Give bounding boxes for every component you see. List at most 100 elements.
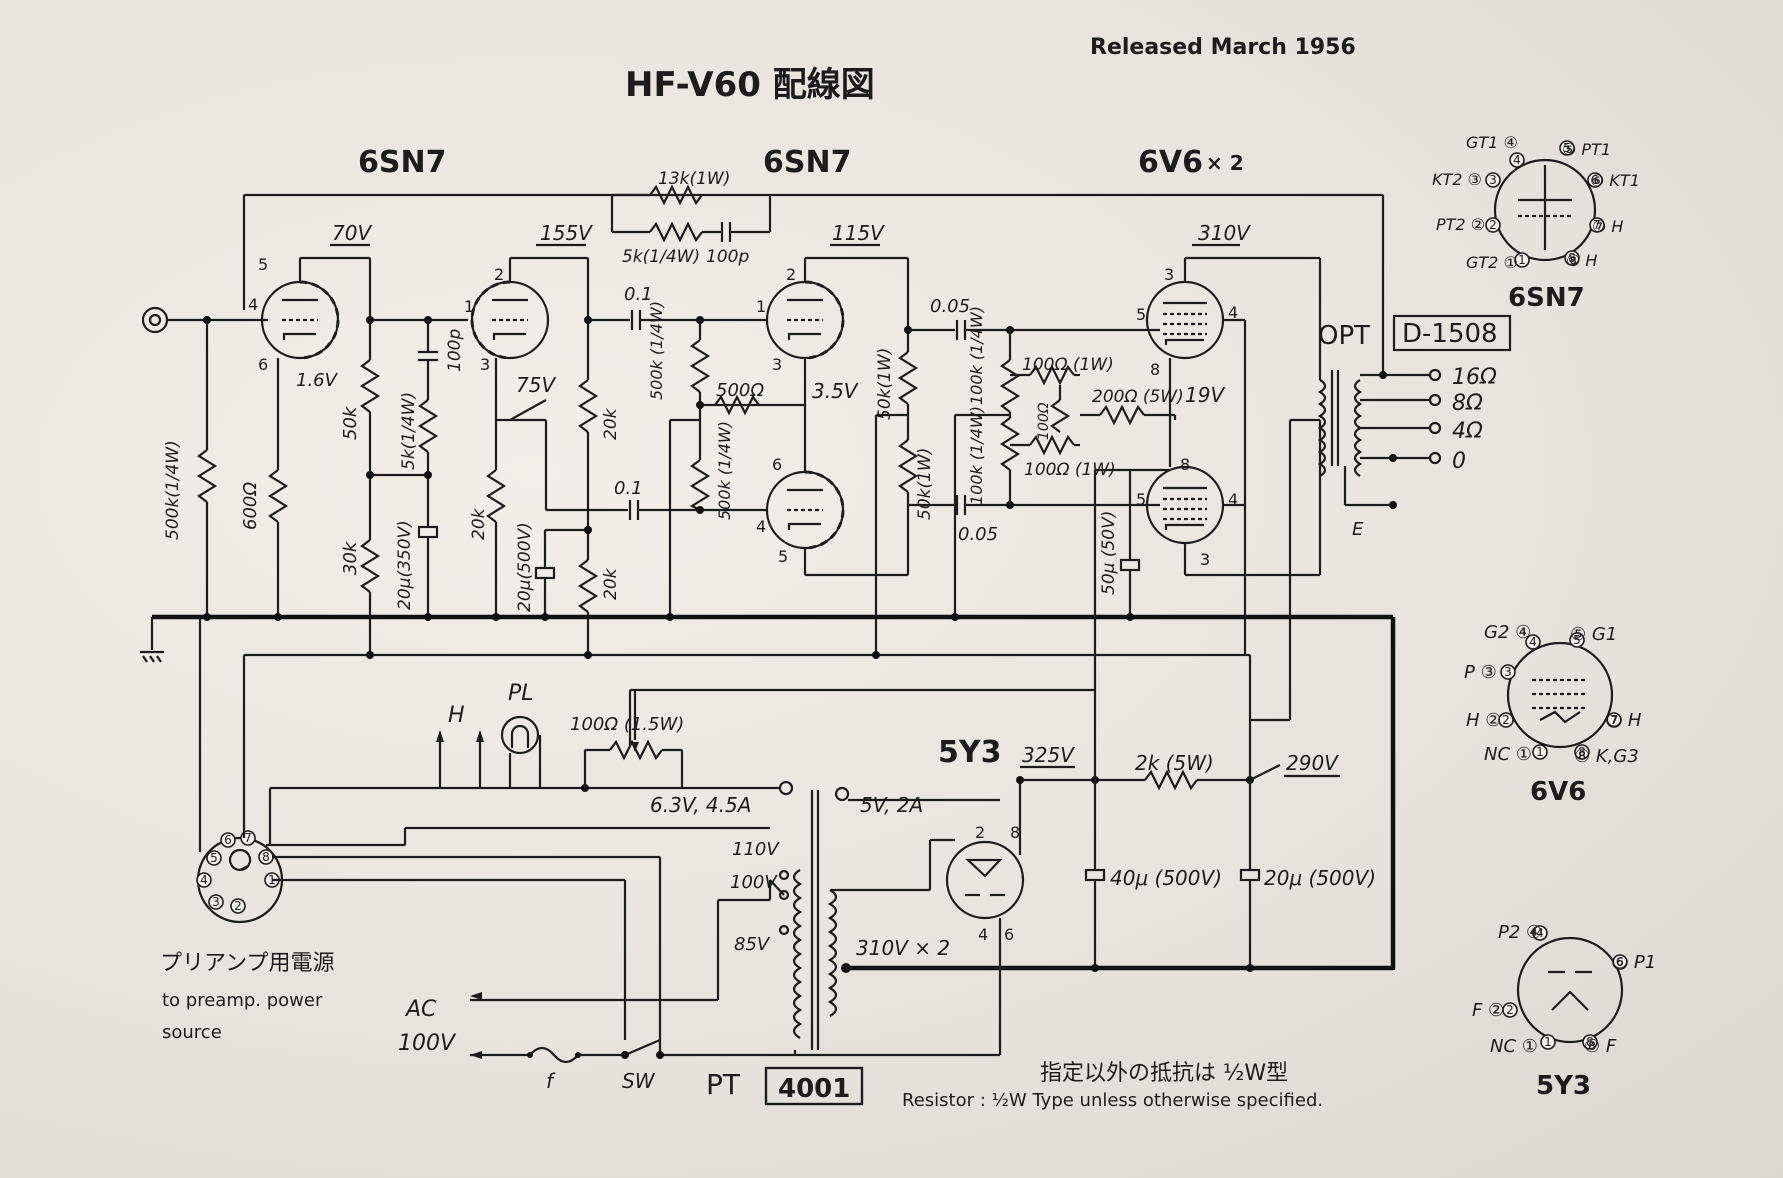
sn7-pin-h8: ⑧ H <box>1566 251 1597 270</box>
y3-pin-f8: ⑧ F <box>1584 1036 1617 1057</box>
svg-text:1: 1 <box>756 297 766 316</box>
resistor-5k <box>417 399 439 453</box>
pinout-5y3: 4 6 2 1 8 <box>1502 925 1628 1050</box>
output-cathode-resistor-label: 200Ω (5W) <box>1092 387 1184 407</box>
v6-pin-p: P ③ <box>1464 662 1497 683</box>
svg-text:8: 8 <box>1568 251 1576 265</box>
tap-4-label: 4Ω <box>1452 419 1483 444</box>
svg-text:5: 5 <box>778 547 788 566</box>
feedback-network <box>610 184 772 243</box>
sn7-pin-kt1: ⑥ KT1 <box>1590 171 1640 190</box>
v2-plate-resistor-20k-label: 20k <box>601 407 621 440</box>
output-grid-resistor-100k-a <box>999 359 1021 413</box>
v4-grid-resistor-500k-label: 500k (1/4W) <box>715 421 734 520</box>
v1-tube <box>260 280 340 360</box>
feedback-capacitor-label: 100p <box>706 247 749 267</box>
cathode-bypass-capacitor <box>1119 558 1141 572</box>
v6-pin-kg3: ⑧ K,G3 <box>1574 746 1639 767</box>
svg-text:8: 8 <box>1150 360 1160 379</box>
resistor-5k-label: 5k(1/4W) <box>399 392 419 470</box>
svg-text:5: 5 <box>1136 305 1146 324</box>
feedback-resistor-5k-label: 5k(1/4W) <box>622 247 700 267</box>
rect-heater-label: 5V, 2A <box>860 793 923 817</box>
preamp-power-label-en2: source <box>162 1022 222 1043</box>
sn7-pin-pt1: ⑤ PT1 <box>1562 140 1611 159</box>
feedback-resistor-13k-label: 13k(1W) <box>658 169 730 189</box>
v6-pin-h2: H ② <box>1466 710 1501 731</box>
svg-text:1: 1 <box>1544 1035 1552 1049</box>
v4-plate-resistor-50k <box>897 439 919 493</box>
heater-arrow-b <box>476 730 484 742</box>
v1-cathode-voltage: 1.6V <box>296 370 339 391</box>
svg-text:2: 2 <box>786 265 796 284</box>
v4-plate-resistor-label: 50k(1W) <box>915 448 935 520</box>
decoupling-resistor-30k-label: 30k <box>340 540 361 575</box>
svg-text:8: 8 <box>1578 745 1586 759</box>
hum-balance-resistor-label: 100Ω (1.5W) <box>570 714 684 735</box>
filter-capacitor-20u-label: 20μ (500V) <box>1264 866 1376 890</box>
heater-arrow-a <box>436 730 444 742</box>
filter-resistor-2k <box>1144 769 1198 791</box>
v2-tube <box>470 280 550 360</box>
svg-text:6: 6 <box>1616 955 1624 969</box>
svg-text:3: 3 <box>1164 265 1174 284</box>
footnote-jp: 指定以外の抵抗は ½W型 <box>1040 1061 1288 1086</box>
feedback-resistor-13k <box>649 184 703 206</box>
v2-cathode-voltage: 75V <box>516 373 556 397</box>
speaker-terminal-0[interactable] <box>1428 451 1442 465</box>
v1-plate-resistor-50k <box>359 359 381 413</box>
svg-text:4: 4 <box>248 295 258 314</box>
rectifier-tube <box>945 840 1025 920</box>
stage2-tube-label: 6SN7 <box>763 145 851 180</box>
sn7-pin-gt1: GT1 ④ <box>1466 133 1518 152</box>
v2-grid-resistor-20k-label: 20k <box>469 507 489 540</box>
v6-pin-nc: NC ① <box>1484 744 1532 765</box>
pinout-6v6-label: 6V6 <box>1530 777 1586 807</box>
v6-pin-g2: G2 ④ <box>1484 622 1531 643</box>
speaker-terminal-16[interactable] <box>1428 368 1442 382</box>
svg-text:1: 1 <box>1518 253 1526 267</box>
output-grid-resistor-100k-b-label: 100k (1/4W) <box>967 406 986 505</box>
v4-grid-resistor-500k <box>689 459 711 511</box>
output-cathode-resistor-200 <box>1099 404 1145 426</box>
svg-text:4: 4 <box>1228 490 1238 509</box>
fuse <box>529 1046 579 1064</box>
pinout-6sn7-label: 6SN7 <box>1508 283 1585 313</box>
svg-text:2: 2 <box>1489 218 1497 232</box>
v4-tube <box>765 470 845 550</box>
pt-tap-100v: 100V <box>730 872 778 893</box>
tap-0-label: 0 <box>1452 449 1466 474</box>
v3-tube <box>765 280 845 360</box>
v3-plate-resistor-50k <box>897 351 919 405</box>
svg-text:7: 7 <box>1610 713 1618 727</box>
v3-plate-voltage: 115V <box>832 221 885 245</box>
v1-plate-voltage: 70V <box>332 221 372 245</box>
svg-text:1: 1 <box>1536 745 1544 759</box>
tap-16-label: 16Ω <box>1452 365 1497 390</box>
capacitor-20u-500v-label: 20μ(500V) <box>515 522 535 612</box>
power-switch[interactable] <box>624 1038 661 1057</box>
stopper-resistor-b <box>1050 399 1071 433</box>
svg-text:4: 4 <box>1529 635 1537 649</box>
v3-grid-resistor-500k-label: 500k (1/4W) <box>647 301 666 400</box>
v2-plate-voltage: 155V <box>540 221 593 245</box>
opt-label: OPT <box>1318 321 1370 351</box>
footnote-en: Resistor : ½W Type unless otherwise spec… <box>902 1090 1323 1111</box>
stopper-resistor-c-label: 100Ω (1W) <box>1024 460 1116 480</box>
filter-capacitor-40u-label-a: 40μ (500V) <box>1110 866 1222 890</box>
secondary-label: 310V × 2 <box>856 936 950 960</box>
coupling-capacitor-a-label: 0.1 <box>624 284 653 305</box>
speaker-terminal-4[interactable] <box>1428 421 1442 435</box>
input-jack[interactable] <box>141 306 169 334</box>
preamp-power-label-en1: to preamp. power <box>162 990 323 1011</box>
capacitor-20u-500v <box>534 566 556 580</box>
pinout-6v6: 4 5 3 2 7 1 8 <box>1498 632 1622 760</box>
svg-text:6: 6 <box>1004 925 1014 944</box>
capacitor-20u-350v <box>417 525 439 539</box>
pt-tap-110v: 110V <box>732 839 780 860</box>
heater-winding-label: 6.3V, 4.5A <box>650 793 751 817</box>
speaker-terminal-8[interactable] <box>1428 393 1442 407</box>
sn7-pin-pt2: PT2 ② <box>1436 215 1485 234</box>
stopper-resistor-a-label: 100Ω (1W) <box>1022 355 1114 375</box>
output-tube-label: 6V6 <box>1138 145 1203 180</box>
